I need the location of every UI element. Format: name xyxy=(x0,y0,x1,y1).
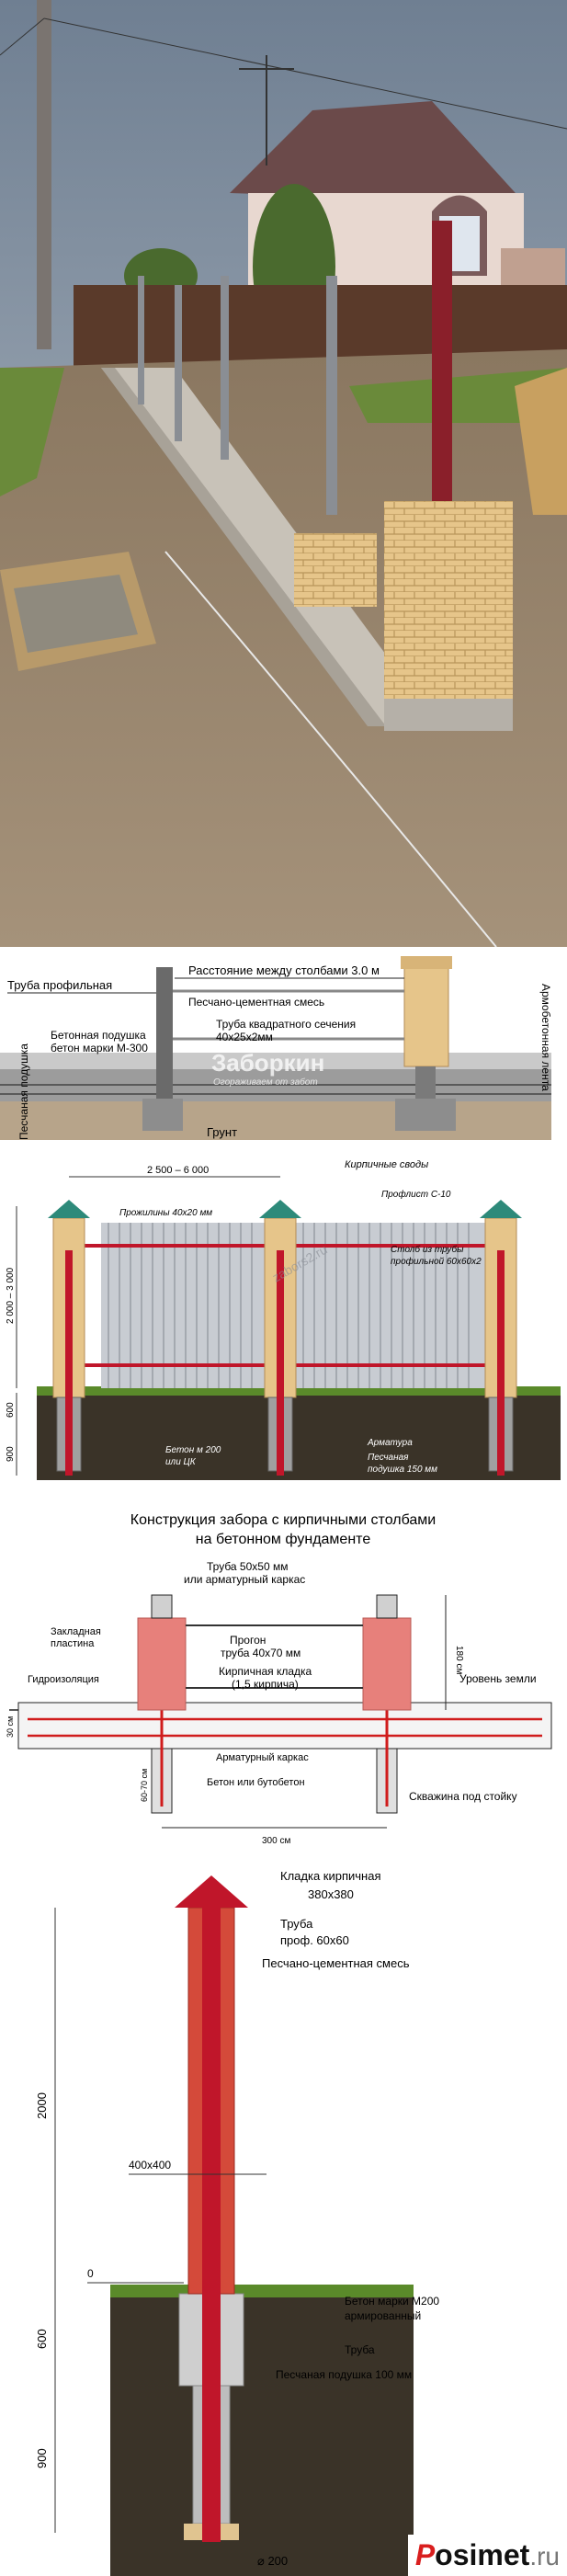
dim-30: 30 см xyxy=(6,1716,15,1738)
diagram-column-section: Кладка кирпичная 380х380 Труба проф. 60х… xyxy=(0,1852,567,2576)
dim-span: 2 500 – 6 000 xyxy=(147,1165,209,1176)
label-concrete-pad-2: бетон марки М-300 xyxy=(51,1042,148,1054)
dim-600: 600 xyxy=(35,2329,49,2349)
label-armobelt: Армобетонная лента xyxy=(539,984,552,1091)
label-pipe-50: Труба 50х50 мм xyxy=(207,1560,288,1573)
diagram-profsheet-fence: 2 500 – 6 000 Кирпичные своды Прожилины … xyxy=(0,1149,567,1508)
label-rails: Прожилины 40х20 мм xyxy=(119,1208,212,1218)
label-concrete: Бетон или бутобетон xyxy=(207,1777,305,1788)
label-run-1: Прогон xyxy=(230,1634,266,1647)
dim-900: 900 xyxy=(35,2448,49,2468)
dim-900: 900 xyxy=(6,1446,16,1462)
label-square-pipe-1: Труба квадратного сечения xyxy=(216,1018,356,1031)
label-plate-1: Закладная xyxy=(51,1626,101,1637)
label-sand-cement: Песчано-цементная смесь xyxy=(262,1956,410,1970)
construction-photo xyxy=(0,0,567,947)
label-sand-pad-2: подушка 150 мм xyxy=(368,1465,437,1475)
label-ground-level: Уровень земли xyxy=(459,1672,537,1685)
label-brick-1: Кирпичная кладка xyxy=(219,1665,312,1678)
label-plate-2: пластина xyxy=(51,1638,95,1649)
diagram-brick-posts: Конструкция забора с кирпичными столбами… xyxy=(0,1508,567,1852)
dim-400: 400х400 xyxy=(129,2159,171,2171)
label-concrete-pad-1: Бетонная подушка xyxy=(51,1029,146,1042)
label-pipe-short: Труба xyxy=(345,2343,375,2356)
label-waterproof: Гидроизоляция xyxy=(28,1674,99,1685)
label-pipe-2: проф. 60х60 xyxy=(280,1933,349,1947)
label-rebar: Арматура xyxy=(367,1438,413,1448)
strip-foundation-drawing: Заборкин Огораживаем от забот Труба проф… xyxy=(0,956,567,1145)
label-ground: Грунт xyxy=(207,1125,237,1139)
diagram1-watermark-sub: Огораживаем от забот xyxy=(213,1077,318,1088)
label-square-pipe-2: 40х25х2мм xyxy=(216,1031,273,1043)
label-post-pipe: Столб из трубы xyxy=(391,1244,464,1255)
label-concrete-m200: Бетон м 200 xyxy=(165,1445,221,1455)
label-sand-pad-1: Песчаная xyxy=(368,1453,409,1463)
label-concrete-2: армированный xyxy=(345,2309,421,2322)
label-brick-caps: Кирпичные своды xyxy=(345,1159,428,1170)
label-pipe-1: Труба xyxy=(280,1917,313,1931)
label-profsheet: Профлист С-10 xyxy=(381,1189,451,1200)
label-concrete-ck: или ЦК xyxy=(165,1457,197,1467)
dim-60: 60-70 см xyxy=(140,1769,149,1802)
diagram3-title-2: на бетонном фундаменте xyxy=(196,1532,371,1547)
dim-2000: 2000 xyxy=(35,2092,49,2119)
label-sand-cement: Песчано-цементная смесь xyxy=(188,996,324,1009)
dim-300: 300 см xyxy=(262,1836,290,1846)
label-sand-pad: Песчаная подушка 100 мм xyxy=(276,2368,412,2381)
label-sand-pad: Песчаная подушка xyxy=(17,1043,30,1140)
label-masonry-1: Кладка кирпичная xyxy=(280,1869,381,1883)
site-watermark: Posimet.ru xyxy=(407,2535,567,2576)
diagram-strip-foundation: Заборкин Огораживаем от забот Труба проф… xyxy=(0,956,567,1145)
label-post-spacing: Расстояние между столбами 3.0 м xyxy=(188,963,380,977)
profsheet-fence-drawing: 2 500 – 6 000 Кирпичные своды Прожилины … xyxy=(0,1149,567,1508)
dim-zero: 0 xyxy=(87,2267,94,2280)
column-section-drawing: Кладка кирпичная 380х380 Труба проф. 60х… xyxy=(0,1852,567,2576)
label-well: Скважина под стойку xyxy=(409,1790,517,1803)
construction-photo-illustration xyxy=(0,0,567,947)
label-pipe-frame: или арматурный каркас xyxy=(184,1573,305,1586)
label-profile-pipe: Труба профильная xyxy=(7,978,112,992)
brick-posts-drawing: Конструкция забора с кирпичными столбами… xyxy=(0,1508,567,1852)
label-post-pipe-2: профильной 60х60х2 xyxy=(391,1256,482,1267)
dim-600: 600 xyxy=(6,1402,16,1418)
label-concrete-1: Бетон марки М200 xyxy=(345,2295,439,2308)
label-brick-2: (1,5 кирпича) xyxy=(232,1678,299,1691)
dim-diameter: ⌀ 200 xyxy=(257,2554,288,2568)
dim-180: 180 см xyxy=(454,1646,464,1674)
diagram1-watermark-brand: Заборкин xyxy=(211,1049,324,1077)
diagram3-title-1: Конструкция забора с кирпичными столбами xyxy=(130,1512,436,1528)
label-masonry-2: 380х380 xyxy=(308,1887,354,1901)
label-frame: Арматурный каркас xyxy=(216,1752,309,1763)
label-run-2: труба 40х70 мм xyxy=(221,1647,301,1659)
dim-height: 2 000 – 3 000 xyxy=(6,1267,16,1324)
